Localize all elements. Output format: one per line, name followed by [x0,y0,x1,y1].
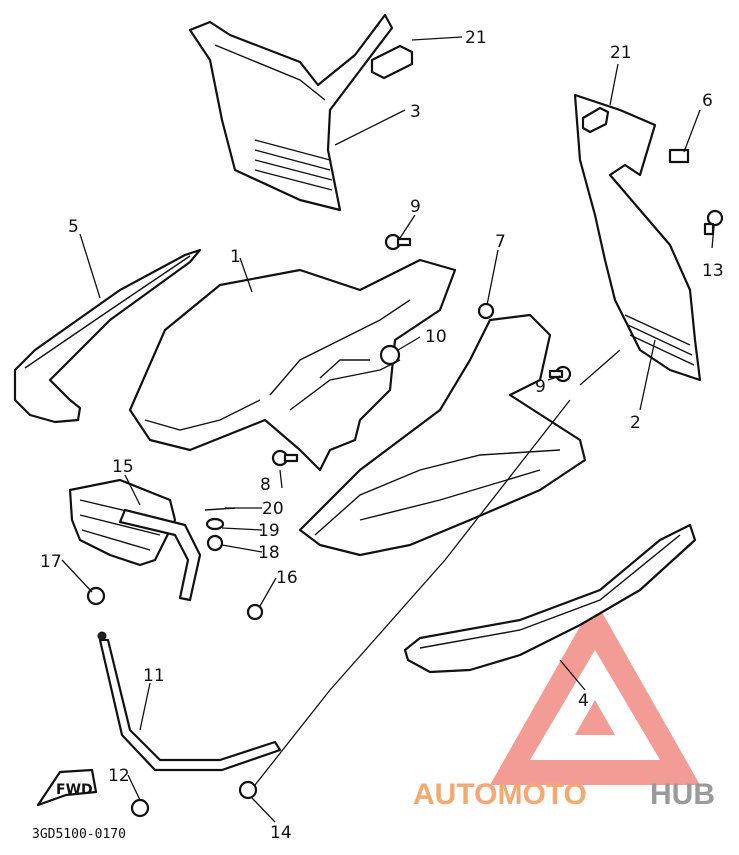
part-21-pad-right [581,106,610,134]
callout-21-right: 21 [610,43,632,63]
bolt-6 [668,148,690,164]
leader-lines [61,36,715,823]
bolt-8 [271,449,299,467]
callout-21-left: 21 [465,28,487,48]
bolt-9-upper [384,233,412,251]
callout-4: 4 [578,691,589,711]
callout-1: 1 [230,247,241,267]
callout-8: 8 [260,475,271,495]
callout-17: 17 [40,552,62,572]
callout-9-right: 9 [535,377,546,397]
bolt-13 [703,209,724,236]
callout-7: 7 [495,232,506,252]
part-7-washer [477,302,495,320]
callouts: 1 2 3 4 5 6 7 8 9 9 10 11 12 13 14 15 16… [40,28,724,843]
part-1-front-fender [128,258,457,472]
watermark-inner-triangle [575,700,615,735]
part-5-rail-strip-left [13,248,202,424]
callout-3: 3 [410,102,421,122]
watermark-logo: AUTOMOTO HUB [413,600,715,811]
watermark-triangle [490,600,700,785]
part-21-pad-left [370,44,414,80]
watermark-word-automoto: AUTOMOTO [413,778,587,811]
callout-10: 10 [425,327,447,347]
callout-14: 14 [270,823,292,843]
bolt-12 [130,798,150,818]
diagram-code: 3GD5100-0170 [32,827,126,842]
callout-6: 6 [702,91,713,111]
bolt-9-right [548,365,572,383]
callout-13: 13 [702,261,724,281]
callout-16: 16 [276,568,298,588]
part-3-side-cover-left [188,13,394,212]
part-4-rail-strip-right [403,523,697,674]
part-11-stay [97,631,282,772]
fwd-label: FWD [56,782,93,798]
fastener-10 [379,344,401,366]
callout-15: 15 [112,457,134,477]
part-6-side-cover-right [573,93,702,382]
fwd-arrow: FWD [36,768,98,807]
watermark-word-hub: HUB [650,778,715,811]
nut-18 [206,534,224,552]
callout-18: 18 [258,543,280,563]
bolt-16 [246,603,264,621]
washer-19 [205,517,225,531]
callout-12: 12 [108,766,130,786]
part-2-rear-fender [298,313,587,557]
callout-9-upper: 9 [410,197,421,217]
part-15-front-guard [68,478,202,602]
nut-14 [238,780,258,800]
callout-11: 11 [143,666,165,686]
callout-19: 19 [258,521,280,541]
callout-20: 20 [262,499,284,519]
callout-5: 5 [68,217,79,237]
callout-2: 2 [630,413,641,433]
